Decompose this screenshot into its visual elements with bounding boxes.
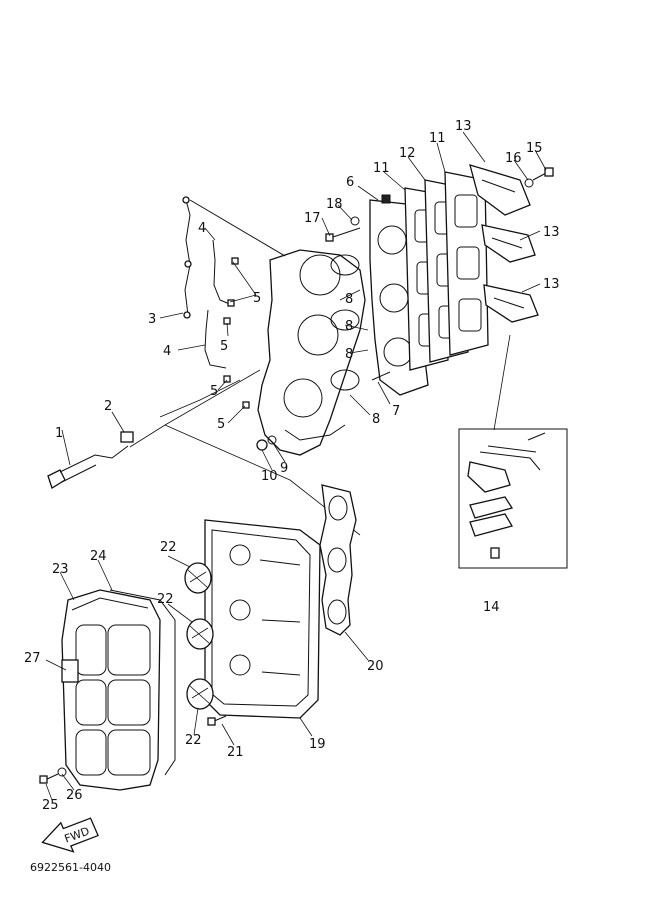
exhaust-gasket xyxy=(319,484,357,636)
callout-5d: 5 xyxy=(217,417,225,432)
callout-13b: 13 xyxy=(543,225,560,240)
callout-11b: 11 xyxy=(429,131,446,146)
callout-4a: 4 xyxy=(198,221,206,236)
leader-13-14 xyxy=(493,334,511,431)
hoses-and-rods xyxy=(182,196,286,369)
callout-24: 24 xyxy=(90,549,107,564)
fasteners-lower xyxy=(39,715,227,784)
gasket-stack xyxy=(404,171,489,371)
diagram-code: 6922561-4040 xyxy=(30,861,111,874)
callout-5b: 5 xyxy=(220,339,228,354)
reed-valve-assemblies xyxy=(469,164,539,323)
fwd-arrow-icon: FWD xyxy=(41,817,99,853)
callout-5a: 5 xyxy=(253,291,261,306)
callout-10: 10 xyxy=(261,469,278,484)
callout-11a: 11 xyxy=(373,161,390,176)
callout-16: 16 xyxy=(505,151,522,166)
outer-cover xyxy=(61,589,161,791)
callout-21: 21 xyxy=(227,745,244,760)
callout-15: 15 xyxy=(526,141,543,156)
crankcase-intake-housing xyxy=(257,249,366,456)
callout-22a: 22 xyxy=(160,540,177,555)
callout-1: 1 xyxy=(55,426,63,441)
callout-19: 19 xyxy=(309,737,326,752)
bolt-7 xyxy=(371,371,391,381)
leader-lines xyxy=(45,131,547,801)
nut-washer xyxy=(256,435,277,451)
callout-13a: 13 xyxy=(455,119,472,134)
callout-8a: 8 xyxy=(345,292,353,307)
callout-8d: 8 xyxy=(372,412,380,427)
reed-valve-inset-box xyxy=(458,428,568,569)
callout-18: 18 xyxy=(326,197,343,212)
callout-2: 2 xyxy=(104,399,112,414)
exhaust-cover xyxy=(204,519,321,719)
callout-14: 14 xyxy=(483,600,500,615)
callout-3: 3 xyxy=(148,312,156,327)
callout-27: 27 xyxy=(24,651,41,666)
callout-26: 26 xyxy=(66,788,83,803)
callout-25: 25 xyxy=(42,798,59,813)
callout-8b: 8 xyxy=(345,319,353,334)
callout-numbers: 1 2 3 4 4 5 5 5 5 6 7 8 8 8 8 9 10 11 11… xyxy=(24,119,560,813)
callout-4b: 4 xyxy=(163,344,171,359)
cover-gasket xyxy=(109,589,176,776)
callout-22b: 22 xyxy=(157,592,174,607)
callout-13c: 13 xyxy=(543,277,560,292)
callout-12: 12 xyxy=(399,146,416,161)
callout-17: 17 xyxy=(304,211,321,226)
callout-5c: 5 xyxy=(210,384,218,399)
callout-8c: 8 xyxy=(345,347,353,362)
callout-22c: 22 xyxy=(185,733,202,748)
callout-7: 7 xyxy=(392,404,400,419)
hose-clips xyxy=(223,257,250,409)
callout-9: 9 xyxy=(280,461,288,476)
callout-23: 23 xyxy=(52,562,69,577)
anodes xyxy=(184,562,214,710)
callout-20: 20 xyxy=(367,659,384,674)
callout-6: 6 xyxy=(346,175,354,190)
